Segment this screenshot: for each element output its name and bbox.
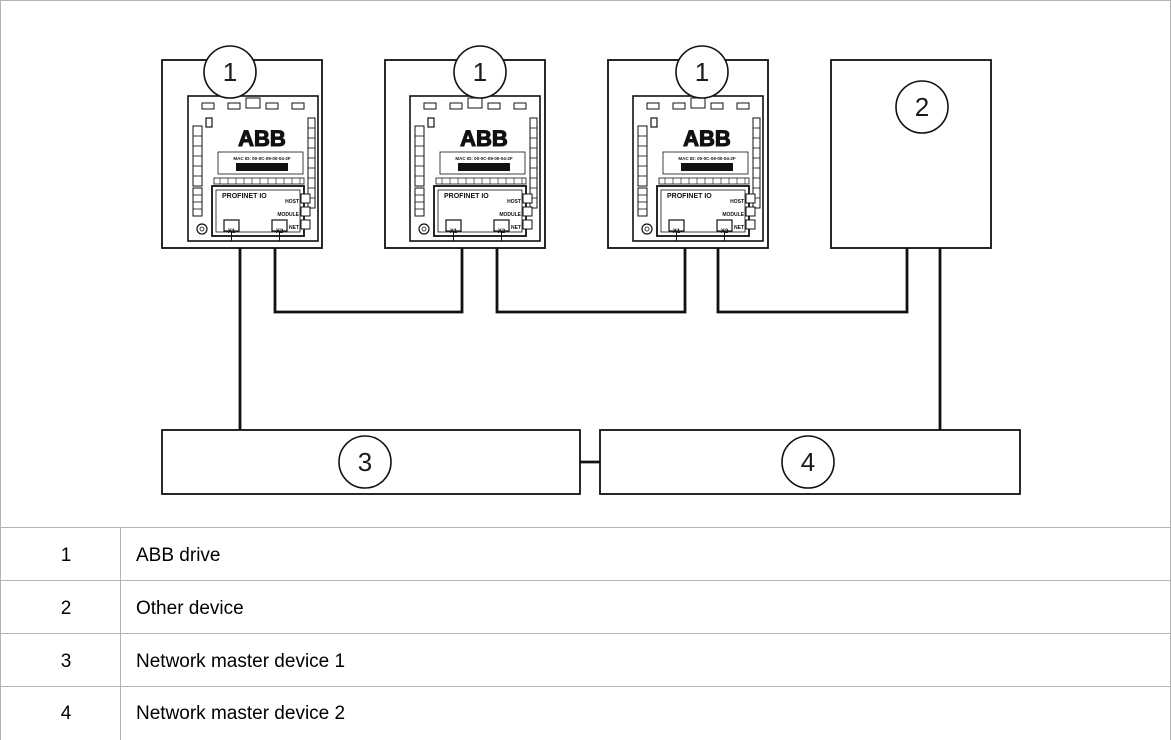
port-label-x1: X1 [450,229,458,235]
module-brand-logo: ABB [683,126,731,151]
protocol-label: PROFINET IO [667,193,712,200]
network-cables [238,248,942,464]
legend-description: Network master device 1 [136,651,345,672]
port-label-x2: X2 [721,229,729,235]
network-master-device-2: 4 [599,429,1021,495]
legend-number: 2 [61,598,72,619]
led-label-host: HOST [730,199,744,205]
legend-description: Other device [136,598,244,619]
cable-drive-b-to-drive-c [495,248,687,314]
protocol-label: PROFINET IO [444,193,489,200]
legend-row: 4 Network master device 2 [61,703,345,724]
callout-number: 1 [223,57,237,87]
led-label-host: HOST [507,199,521,205]
legend-description: Network master device 2 [136,703,345,724]
port-label-x1: X1 [673,229,681,235]
callout-circle [338,435,392,489]
legend-table: 1 ABB drive 2 Other device 3 Network mas… [61,545,345,724]
legend-number: 4 [61,703,72,724]
mac-id-label: MAC ID: 00-0C-09-00-04-2F [233,156,291,161]
led-label-module: MODULE [499,212,521,218]
cable-drive-a-to-drive-b [273,248,464,314]
legend-row: 3 Network master device 1 [61,651,345,672]
legend-row: 1 ABB drive [61,545,221,566]
callout-number: 4 [801,447,815,477]
legend-number: 1 [61,545,72,566]
callout-circle [203,45,257,99]
cable-drive-c-to-other-device [716,248,909,314]
mac-id-label: MAC ID: 00-0C-09-00-04-2F [678,156,736,161]
fieldbus-module [187,95,319,242]
callout-circle [675,45,729,99]
callout-number: 2 [915,92,929,122]
legend-row: 2 Other device [61,598,244,619]
led-label-host: HOST [285,199,299,205]
callout-circle [895,80,949,134]
abb-drive-c: ABB MAC ID: 00-0C-09-00-04-2F PROFINET I… [607,45,769,249]
led-label-net: NET [511,225,521,231]
led-label-module: MODULE [722,212,744,218]
module-brand-logo: ABB [238,126,286,151]
protocol-label: PROFINET IO [222,193,267,200]
led-label-net: NET [734,225,744,231]
port-label-x1: X1 [228,229,236,235]
callout-number: 1 [695,57,709,87]
fieldbus-module [632,95,764,242]
mac-id-label: MAC ID: 00-0C-09-00-04-2F [455,156,513,161]
port-label-x2: X2 [276,229,284,235]
abb-drive-a: ABB MAC ID: 00-0C-09-00-04-2F PROFINET I… [161,45,323,249]
led-label-net: NET [289,225,299,231]
fieldbus-module [409,95,541,242]
callout-circle [453,45,507,99]
port-label-x2: X2 [498,229,506,235]
led-label-module: MODULE [277,212,299,218]
callout-number: 1 [473,57,487,87]
network-master-device-1: 3 [161,429,581,495]
callout-number: 3 [358,447,372,477]
legend-number: 3 [61,651,72,672]
callout-circle [781,435,835,489]
other-device: 2 [830,59,992,249]
legend-description: ABB drive [136,545,220,566]
module-brand-logo: ABB [460,126,508,151]
abb-drive-b: ABB MAC ID: 00-0C-09-00-04-2F PROFINET I… [384,45,546,249]
